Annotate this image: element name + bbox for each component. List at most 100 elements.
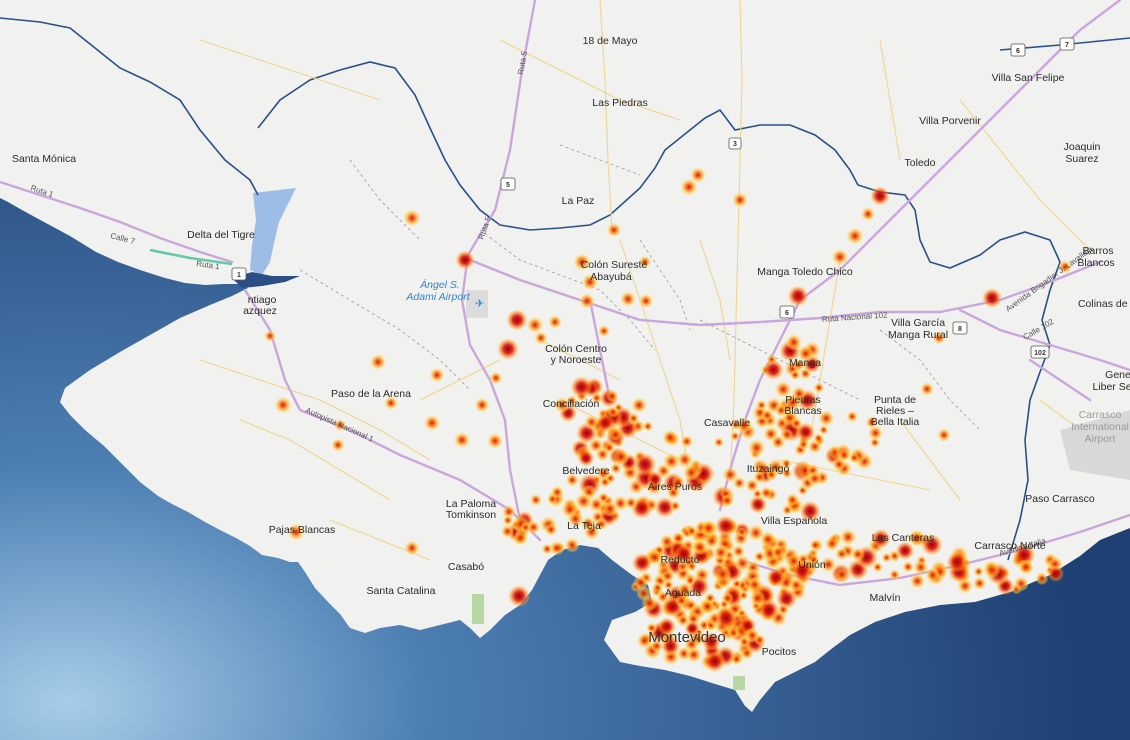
heat-point	[756, 399, 767, 411]
heat-point	[738, 590, 749, 601]
place-y-noroeste: y Noroeste	[551, 354, 602, 366]
heat-point	[496, 337, 520, 361]
heat-point	[584, 414, 599, 430]
heat-point	[889, 569, 901, 581]
heat-point	[932, 331, 946, 345]
heat-point	[384, 396, 398, 410]
river-delta	[232, 272, 300, 288]
heat-point	[839, 528, 857, 546]
heat-point	[747, 438, 766, 457]
place-santiago-vazquez-1: ntiago	[248, 294, 277, 306]
place-tomkinson: Tomkinson	[446, 509, 496, 521]
svg-text:5: 5	[506, 182, 510, 189]
place-reducto: Reducto	[660, 554, 699, 566]
heat-point	[547, 494, 558, 505]
adami-airport-area	[466, 290, 488, 318]
municipal-boundaries	[299, 144, 981, 431]
place-pocitos: Pocitos	[762, 646, 796, 658]
heat-point	[486, 432, 504, 450]
heat-point	[642, 421, 654, 432]
heat-point	[785, 493, 800, 507]
heat-point	[732, 476, 746, 490]
heat-point	[791, 560, 813, 582]
heat-point	[789, 369, 801, 381]
heat-point	[429, 367, 445, 383]
heat-point	[455, 250, 475, 270]
heat-point	[564, 537, 580, 553]
heat-point	[287, 523, 305, 541]
heat-point	[732, 192, 748, 208]
heat-point	[577, 449, 595, 467]
heat-point	[666, 485, 681, 500]
heat-point	[453, 431, 471, 449]
place-belvedere: Belvedere	[562, 465, 609, 477]
heat-point	[720, 494, 734, 507]
heat-point	[973, 566, 984, 577]
heat-point	[807, 470, 823, 487]
svg-text:6: 6	[1016, 48, 1020, 55]
heat-point	[734, 554, 751, 572]
heat-point	[755, 461, 771, 476]
heat-point	[770, 545, 786, 560]
heat-point	[824, 536, 840, 552]
heat-point	[513, 530, 528, 546]
heat-point	[506, 309, 528, 331]
heat-point	[554, 396, 571, 413]
place-blancas: Blancas	[784, 405, 821, 417]
heat-point	[636, 633, 653, 649]
heatmap-layer	[264, 166, 1072, 673]
heat-point	[745, 478, 760, 493]
heat-point	[588, 496, 605, 513]
heat-point	[1017, 559, 1034, 576]
heat-point	[727, 627, 740, 639]
heat-point	[781, 467, 793, 479]
heat-point	[686, 561, 698, 572]
heat-point	[777, 603, 790, 616]
place-santa-monica: Santa Mónica	[12, 153, 76, 165]
heat-point	[902, 560, 915, 573]
shield-ruta-6b: 6	[779, 305, 795, 319]
heat-point	[787, 285, 809, 307]
heat-point	[700, 519, 717, 537]
heat-point	[549, 540, 565, 556]
heat-point	[946, 551, 968, 573]
heat-point	[712, 544, 730, 561]
heat-point	[624, 496, 638, 510]
heat-point	[654, 496, 676, 518]
heat-point	[730, 431, 741, 442]
heat-point	[501, 504, 516, 519]
heat-point	[674, 544, 694, 564]
place-blancos: Blancos	[1077, 257, 1114, 269]
heat-point	[489, 371, 503, 385]
heat-point	[638, 293, 654, 309]
heat-point	[785, 333, 803, 351]
heat-point	[652, 582, 664, 594]
svg-text:102: 102	[1034, 350, 1046, 357]
place-colon-centro: Colón Centro	[545, 343, 607, 355]
heat-point	[981, 287, 1003, 309]
place-paso-de-la-arena: Paso de la Arena	[331, 388, 411, 400]
svg-text:7: 7	[1065, 42, 1069, 49]
heat-point	[781, 504, 793, 516]
heat-point	[689, 166, 707, 184]
heat-point	[770, 434, 786, 450]
heat-point	[630, 397, 648, 414]
place-delta-del-tigre: Delta del Tigre	[187, 229, 255, 241]
city-label-montevideo: Montevideo	[648, 629, 726, 646]
heat-point	[972, 576, 987, 591]
heat-point	[627, 412, 640, 425]
place-villa-espanola: Villa Española	[761, 515, 828, 527]
heat-point	[633, 574, 649, 591]
place-18-de-mayo: 18 de Mayo	[583, 35, 638, 47]
heat-point	[846, 410, 859, 423]
airport-label-carrasco-1: Carrasco	[1079, 409, 1122, 421]
heat-point	[813, 432, 824, 444]
heat-point	[502, 514, 514, 526]
place-rieles: Rieles –	[876, 405, 914, 417]
heat-point	[850, 547, 865, 562]
road-label-ruta-5: Ruta 5	[516, 50, 529, 75]
heat-point	[526, 520, 541, 535]
heat-point	[676, 451, 694, 469]
